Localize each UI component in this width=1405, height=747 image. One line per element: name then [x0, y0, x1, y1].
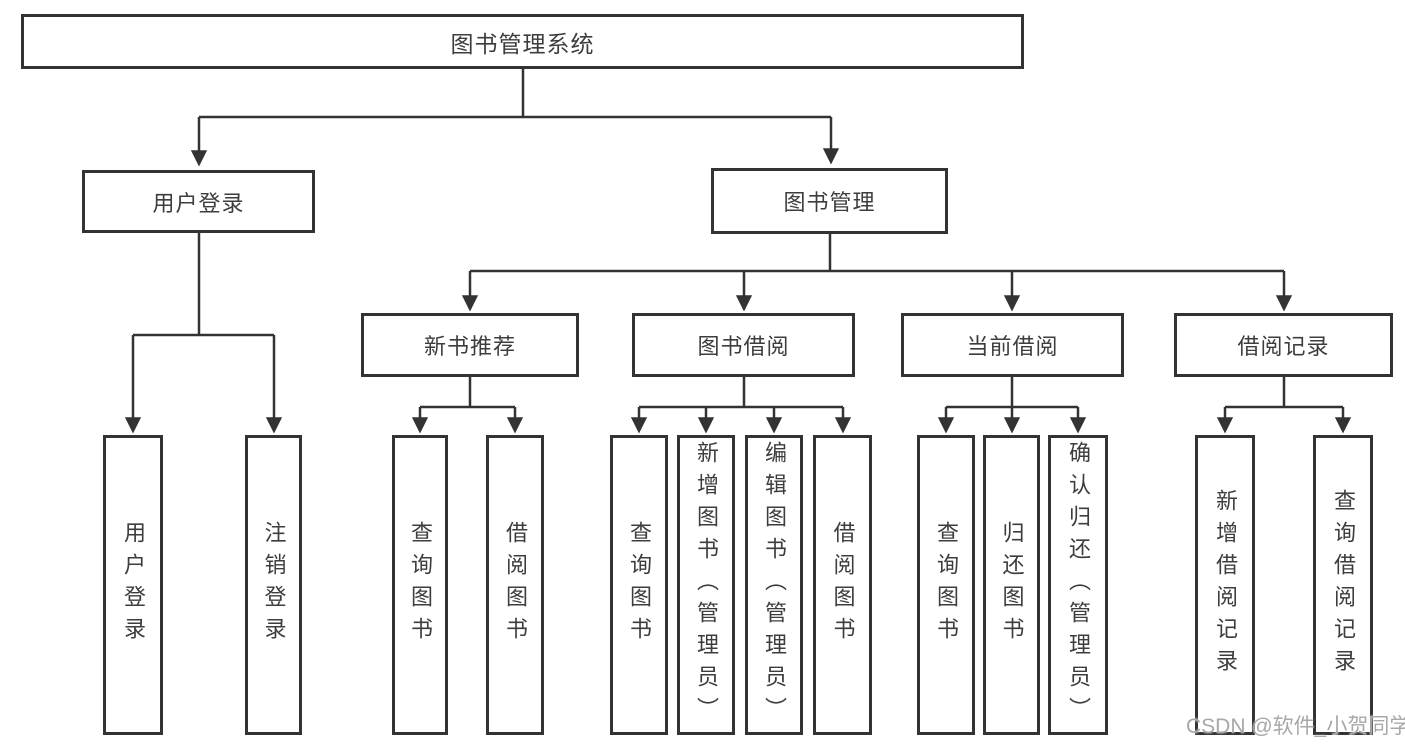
leaf-label: 归还图书	[999, 521, 1025, 649]
node-current-borrowing: 当前借阅	[901, 313, 1124, 377]
root-split-line	[199, 69, 831, 119]
current-borrow-split-line	[946, 377, 1078, 409]
leaf-return-books: 归还图书	[983, 435, 1040, 735]
leaf-query-books-borrow: 查询图书	[610, 435, 668, 735]
leaf-label: 编辑图书（管理员）	[762, 441, 787, 729]
leaf-label: 查询图书	[934, 521, 959, 649]
leaf-label: 借阅图书	[830, 521, 856, 649]
node-book-borrowing: 图书借阅	[632, 313, 855, 377]
leaf-label: 注销登录	[261, 521, 287, 649]
leaf-label: 查询借阅记录	[1331, 489, 1356, 681]
node-borrowing-records: 借阅记录	[1174, 313, 1393, 377]
leaf-add-borrow-record: 新增借阅记录	[1195, 435, 1255, 735]
node-label: 当前借阅	[966, 334, 1059, 359]
leaf-label: 新增图书（管理员）	[694, 441, 719, 729]
node-label: 新书推荐	[423, 334, 516, 359]
leaf-label: 查询图书	[408, 521, 433, 649]
user-login-split-line	[133, 233, 274, 337]
leaf-user-login: 用户登录	[103, 435, 163, 735]
node-label: 借阅记录	[1237, 334, 1330, 359]
new-book-split-line	[420, 377, 515, 409]
leaf-query-books-recommend: 查询图书	[392, 435, 448, 735]
node-user-login: 用户登录	[82, 170, 315, 233]
leaf-logout: 注销登录	[245, 435, 302, 735]
node-label: 图书管理系统	[450, 30, 595, 57]
leaf-label: 借阅图书	[503, 521, 528, 649]
node-library-management-system: 图书管理系统	[21, 14, 1024, 69]
node-label: 图书管理	[783, 190, 876, 215]
leaf-add-books-admin: 新增图书（管理员）	[677, 435, 735, 735]
leaf-query-borrow-record: 查询借阅记录	[1313, 435, 1373, 735]
leaf-label: 查询图书	[627, 521, 652, 649]
node-label: 图书借阅	[697, 334, 790, 359]
node-new-book-recommend: 新书推荐	[361, 313, 579, 377]
leaf-borrow-books: 借阅图书	[813, 435, 872, 735]
borrow-record-split-line	[1225, 377, 1343, 409]
book-mgmt-split-line	[470, 234, 1284, 273]
leaf-query-books-current: 查询图书	[917, 435, 975, 735]
leaf-label: 用户登录	[121, 521, 146, 649]
node-label: 用户登录	[152, 190, 245, 216]
leaf-label: 确认归还（管理员）	[1066, 441, 1091, 729]
leaf-borrow-books-recommend: 借阅图书	[486, 435, 544, 735]
leaf-label: 新增借阅记录	[1213, 489, 1238, 681]
watermark: CSDN @软件_小贺同学	[1186, 715, 1405, 738]
leaf-edit-books-admin: 编辑图书（管理员）	[745, 435, 803, 735]
book-borrow-split-line	[639, 377, 843, 409]
node-book-management: 图书管理	[711, 168, 948, 234]
leaf-confirm-return-admin: 确认归还（管理员）	[1048, 435, 1108, 735]
